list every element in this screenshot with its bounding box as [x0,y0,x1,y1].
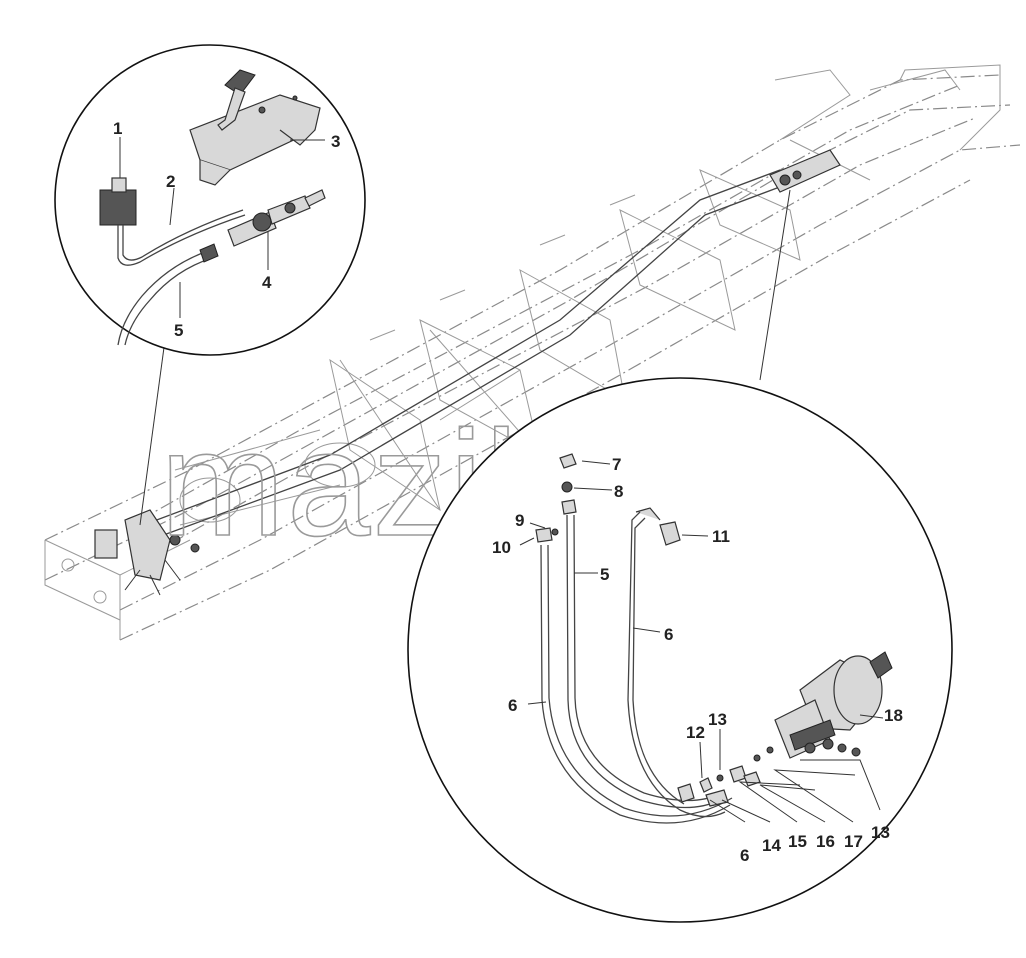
hose-5-detail-bottom [566,514,721,809]
detail-circle-bottom: 7 8 9 10 11 5 6 6 12 13 18 6 14 15 16 17… [407,377,953,923]
label-part-6-bottom: 6 [740,846,749,865]
label-part-11: 11 [712,527,730,546]
label-part-15: 15 [788,832,807,851]
master-cylinder-part [227,189,326,247]
label-part-8: 8 [614,482,623,501]
label-part-14: 14 [762,836,781,855]
label-part-3: 3 [331,132,340,151]
label-part-5-bottom: 5 [600,565,609,584]
frame-pedal-assembly [94,509,200,596]
label-part-1: 1 [113,119,122,138]
clutch-booster-part [774,651,893,759]
label-part-13-top: 13 [708,710,727,729]
reservoir-part [99,177,137,226]
hose-6-left [540,544,731,824]
pedal-bracket-part [189,69,321,186]
label-part-9: 9 [515,511,524,530]
detail-circle-top: 1 2 3 4 5 [54,44,366,356]
label-part-12: 12 [686,723,705,742]
hose-5-detail [124,257,213,346]
label-part-4: 4 [262,273,272,292]
label-part-6-left: 6 [508,696,517,715]
label-part-10: 10 [492,538,511,557]
label-part-5-top: 5 [174,321,183,340]
hose-6-right [627,511,726,818]
label-part-6-right: 6 [664,625,673,644]
hose-2 [117,214,246,266]
label-part-7: 7 [612,455,621,474]
frame-booster [769,149,841,193]
label-part-18: 18 [884,706,903,725]
leader-to-bottom-circle [759,189,791,381]
label-part-13-bottom: 13 [871,823,890,842]
label-part-17: 17 [844,832,863,851]
leader-to-top-circle [139,339,166,526]
label-part-16: 16 [816,832,835,851]
fittings-top [535,453,681,546]
label-part-2: 2 [166,172,175,191]
